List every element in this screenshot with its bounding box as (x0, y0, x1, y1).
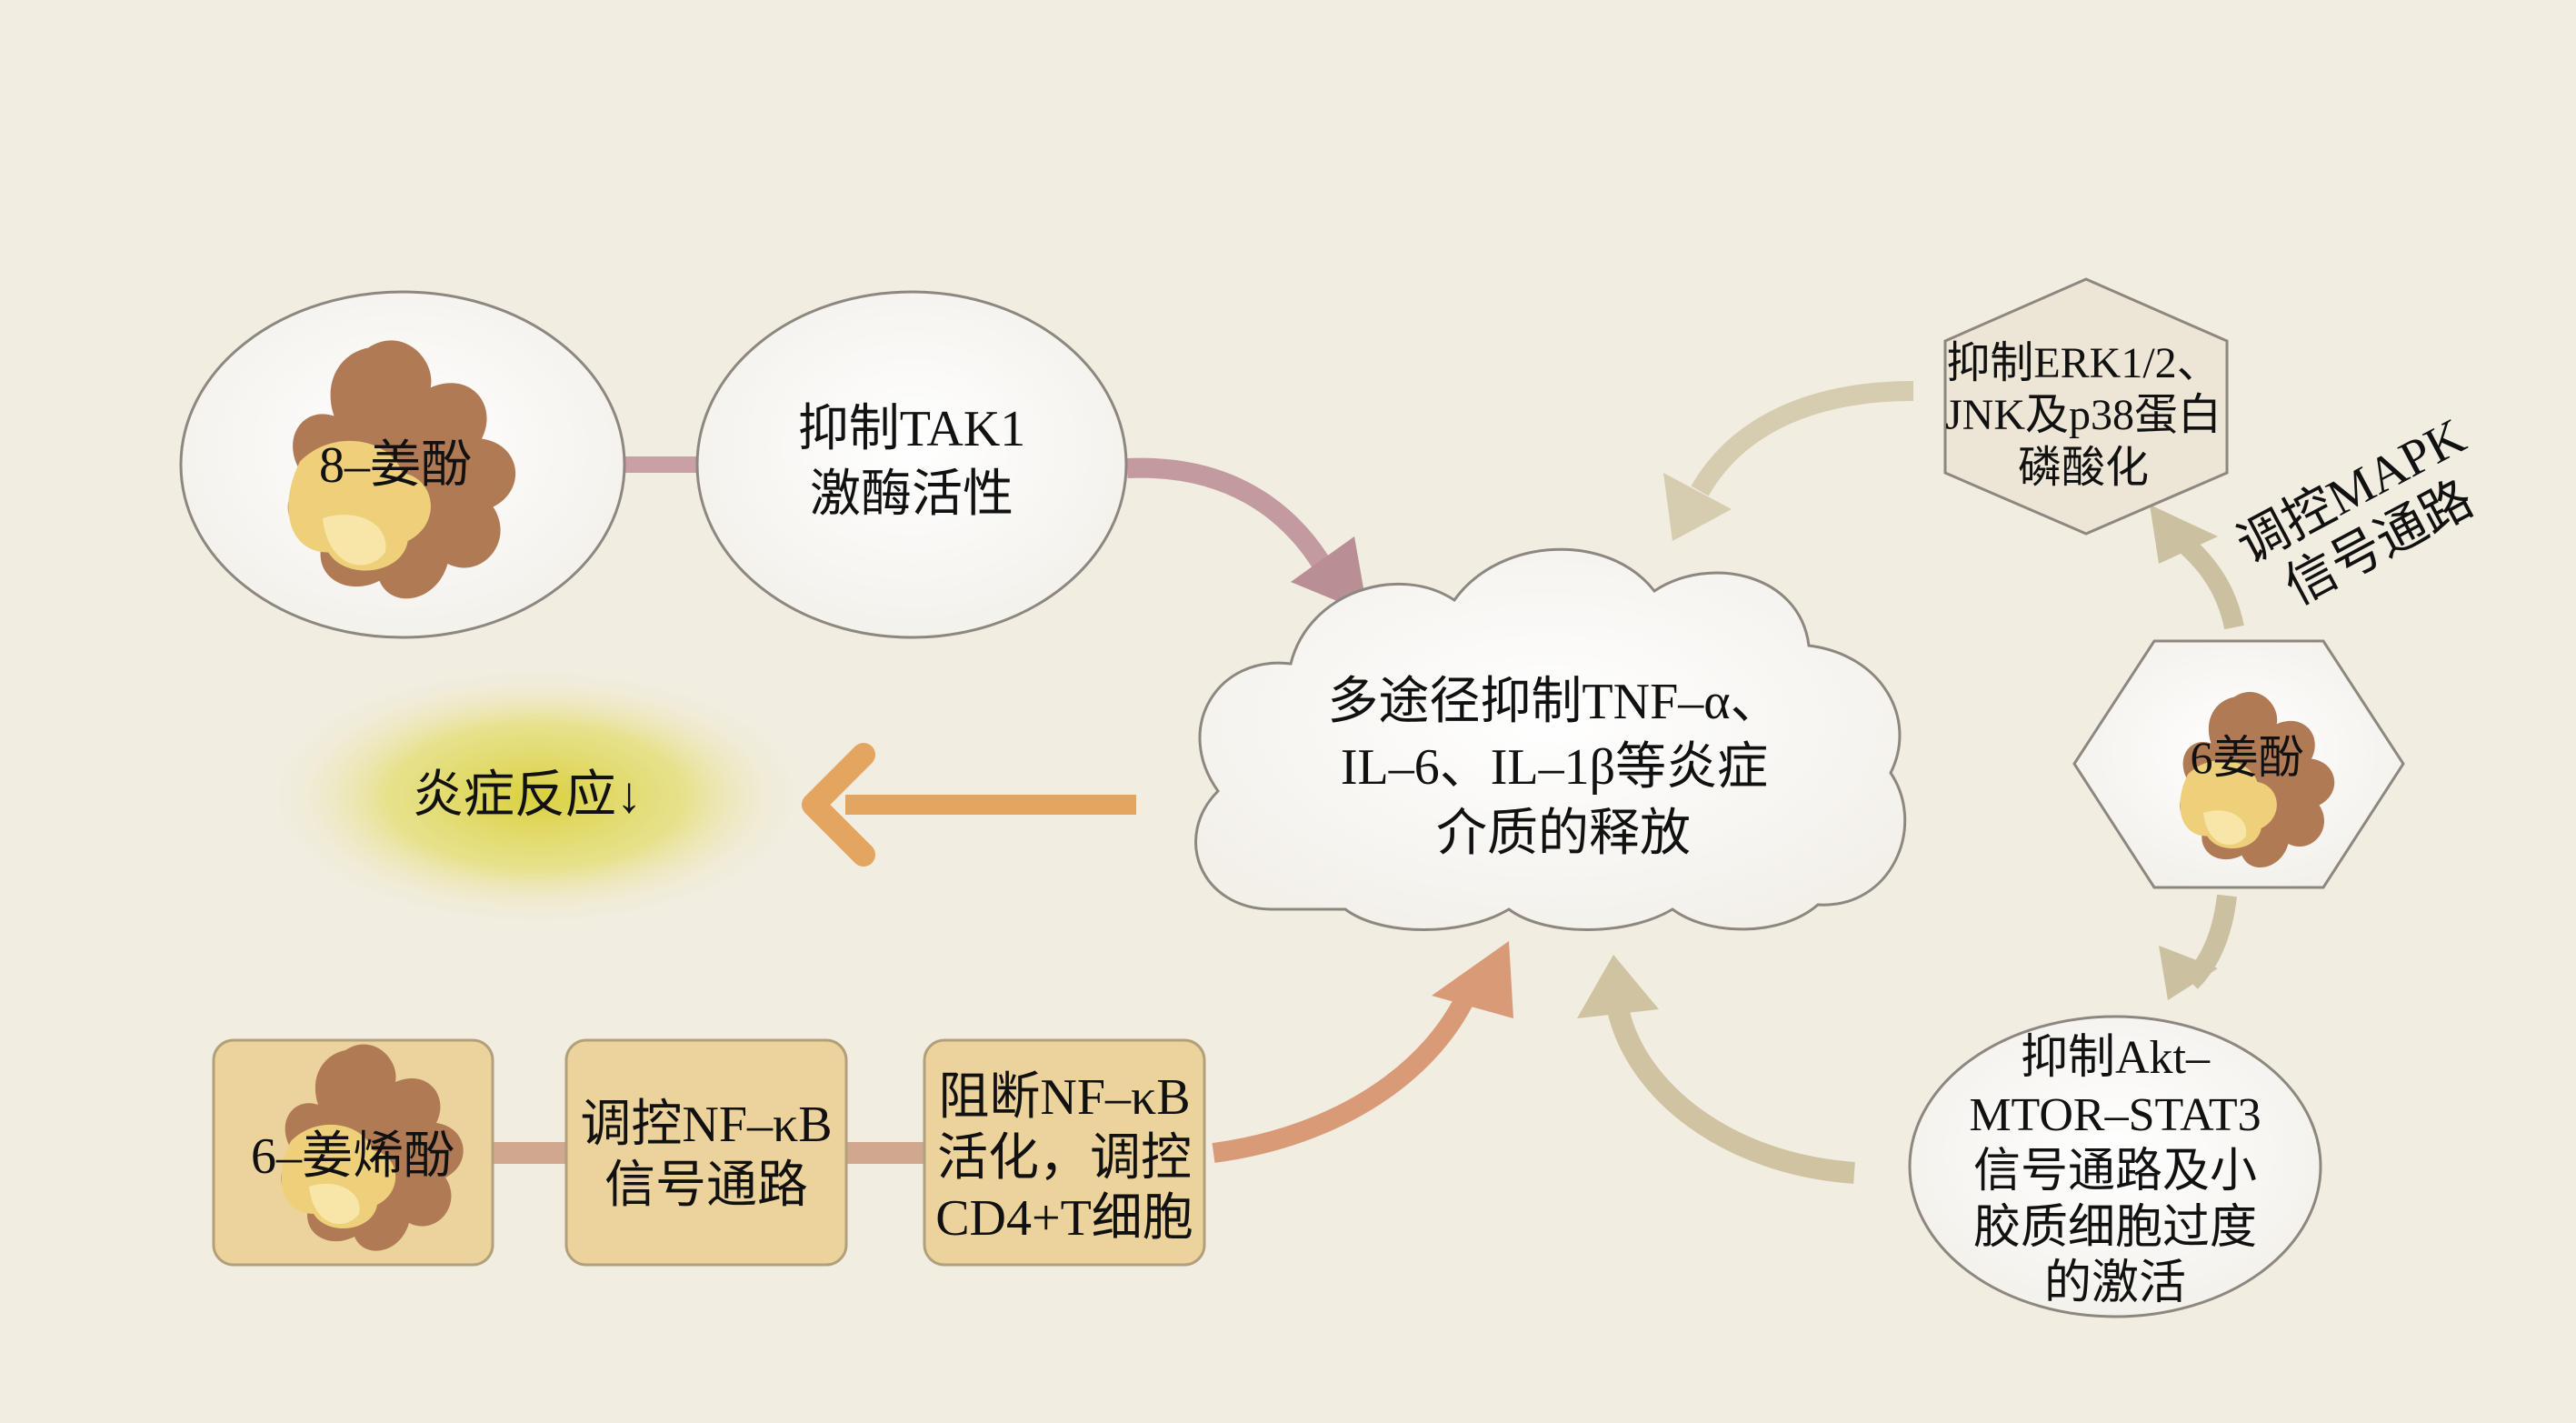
akt-line-2: MTOR–STAT3 (1969, 1089, 2261, 1141)
akt-line-1: 抑制Akt– (2021, 1032, 2211, 1084)
arrowhead-salmon (1432, 941, 1513, 1018)
arrowhead-orange (802, 743, 875, 867)
arrow-akt-to-cloud (1607, 1007, 1855, 1184)
cloud-line-3: 介质的释放 (1436, 806, 1691, 862)
tak1-line-1: 抑制TAK1 (798, 401, 1026, 457)
arrow-tak1-to-cloud (1126, 457, 1336, 578)
erk-line-3: 磷酸化 (2018, 444, 2149, 492)
node-cloud: 多途径抑制TNF–α、 IL–6、IL–1β等炎症 介质的释放 (1194, 547, 1907, 931)
nfkb-block-line-2: 活化，调控 (937, 1130, 1192, 1187)
arrowhead-down (2159, 946, 2218, 1000)
erk-line-2: JNK及p38蛋白 (1945, 391, 2222, 439)
node-nfkb-block: 阻断NF–κB 活化，调控 CD4+T细胞 (923, 1038, 1206, 1267)
label-6-gingerol: 6姜酚 (2191, 732, 2304, 783)
nfkb-block-line-3: CD4+T细胞 (935, 1190, 1193, 1247)
inflammation-glow (264, 665, 809, 928)
node-6-shogaol: 6–姜烯酚 (212, 1038, 494, 1267)
node-tak1: 抑制TAK1 激酶活性 (695, 290, 1128, 639)
cloud-line-2: IL–6、IL–1β等炎症 (1341, 739, 1768, 796)
akt-line-5: 的激活 (2044, 1258, 2186, 1309)
node-8-gingerol: 8–姜酚 (179, 290, 626, 639)
arrowhead-beige-1 (1577, 955, 1659, 1018)
label-6-shogaol: 6–姜烯酚 (251, 1128, 454, 1185)
arrowhead-up (2150, 505, 2218, 564)
arrowhead-beige-2 (1663, 473, 1732, 541)
mapk-label: 调控MAPK 信号通路 (2228, 408, 2481, 616)
nfkb-regulate-line-2: 信号通路 (604, 1157, 808, 1214)
arrow-nfkb-to-cloud (1212, 977, 1483, 1163)
erk-line-1: 抑制ERK1/2、 (1946, 339, 2220, 387)
label-8-gingerol: 8–姜酚 (319, 437, 472, 494)
node-akt: 抑制Akt– MTOR–STAT3 信号通路及小 胶质细胞过度 的激活 (1908, 1015, 2322, 1318)
akt-line-4: 胶质细胞过度 (1973, 1202, 2257, 1254)
node-erk: 抑制ERK1/2、 JNK及p38蛋白 磷酸化 (1943, 277, 2229, 536)
node-nfkb-regulate: 调控NF–κB 信号通路 (564, 1038, 848, 1267)
inflammation-label: 炎症反应↓ (413, 767, 642, 824)
akt-line-3: 信号通路及小 (1973, 1146, 2257, 1198)
node-6-gingerol: 6姜酚 (2072, 639, 2405, 889)
nfkb-regulate-line-1: 调控NF–κB (580, 1097, 832, 1153)
nfkb-block-line-1: 阻断NF–κB (938, 1069, 1190, 1126)
tak1-line-2: 激酶活性 (810, 466, 1013, 523)
cloud-line-1: 多途径抑制TNF–α、 (1327, 674, 1781, 730)
arrow-erk-to-cloud (1691, 381, 1914, 496)
arrow-6gingerol-to-erk (2174, 533, 2244, 630)
